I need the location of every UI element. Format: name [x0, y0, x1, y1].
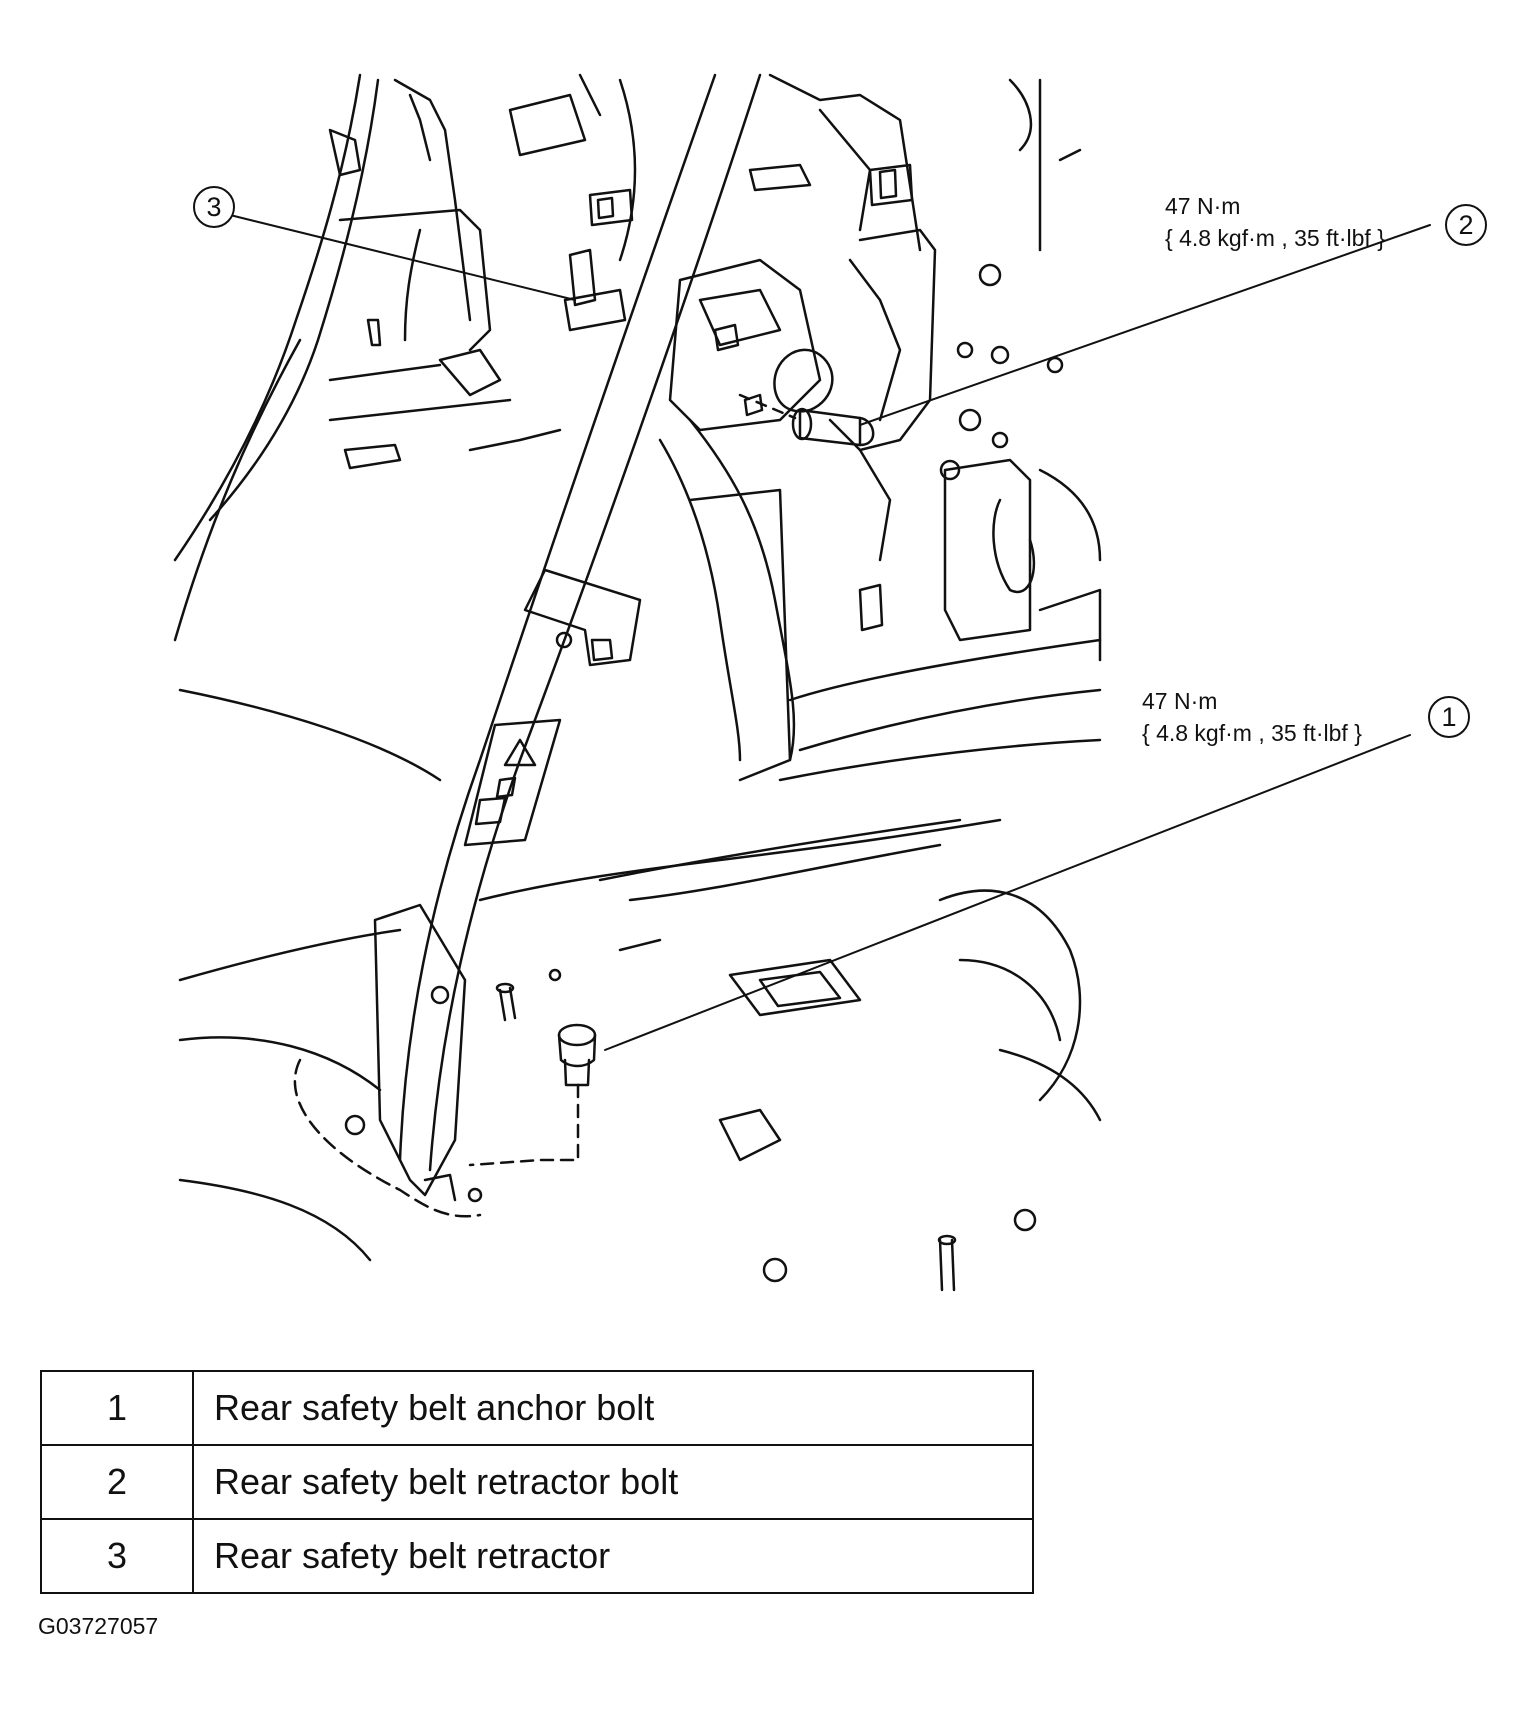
- safety-belt-line-drawing: [173, 73, 1431, 1292]
- figure-code: G03727057: [38, 1613, 159, 1639]
- torque-spec-1: 47 N·m { 4.8 kgf·m , 35 ft·lbf }: [1142, 685, 1362, 749]
- wheel-arch-and-floor: [178, 418, 1102, 1292]
- safety-belt-webbing: [373, 73, 762, 1203]
- right-body-panel: [858, 263, 1102, 662]
- table-row: 3 Rear safety belt retractor: [40, 1518, 1034, 1594]
- legend-number: 3: [40, 1518, 194, 1594]
- left-body-panel: [173, 73, 562, 642]
- legend-number: 1: [40, 1370, 194, 1446]
- callout-leader-lines: [229, 214, 1431, 1051]
- retractor-bolt: [738, 393, 875, 447]
- table-row: 2 Rear safety belt retractor bolt: [40, 1444, 1034, 1520]
- retractor-assembly: [668, 228, 937, 452]
- torque-spec-2: 47 N·m { 4.8 kgf·m , 35 ft·lbf }: [1165, 190, 1385, 254]
- upper-body-openings: [508, 73, 1082, 332]
- torque-spec-2-conversion: { 4.8 kgf·m , 35 ft·lbf }: [1165, 225, 1385, 251]
- legend-description: Rear safety belt anchor bolt: [192, 1370, 1034, 1446]
- legend-description: Rear safety belt retractor bolt: [192, 1444, 1034, 1520]
- anchor-bolt: [293, 1023, 597, 1218]
- legend-number: 2: [40, 1444, 194, 1520]
- table-row: 1 Rear safety belt anchor bolt: [40, 1370, 1034, 1446]
- parts-legend-table: 1 Rear safety belt anchor bolt 2 Rear sa…: [40, 1370, 1034, 1594]
- torque-spec-2-value: 47 N·m: [1165, 193, 1241, 219]
- callout-1-marker: 1: [1428, 696, 1470, 738]
- legend-description: Rear safety belt retractor: [192, 1518, 1034, 1594]
- torque-spec-1-value: 47 N·m: [1142, 688, 1218, 714]
- callout-3-marker: 3: [193, 186, 235, 228]
- torque-spec-1-conversion: { 4.8 kgf·m , 35 ft·lbf }: [1142, 720, 1362, 746]
- callout-2-marker: 2: [1445, 204, 1487, 246]
